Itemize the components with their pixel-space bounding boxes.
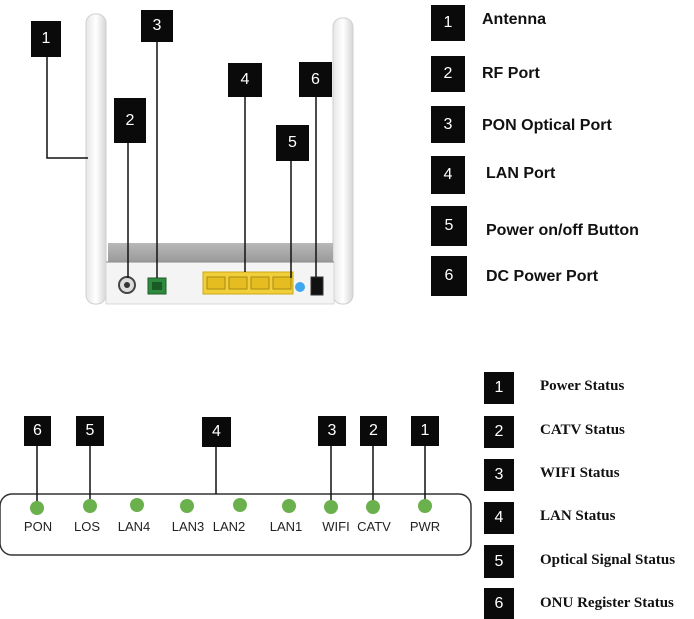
led-los	[83, 499, 97, 513]
router-callout-5: 5	[276, 125, 309, 161]
router-legend-label-2: RF Port	[482, 65, 540, 82]
router-legend-num-3: 3	[431, 106, 465, 143]
led-legend-num-5: 5	[484, 545, 514, 578]
led-legend-num-2: 2	[484, 416, 514, 448]
led-legend-num-6: 6	[484, 588, 514, 619]
led-label-wifi: WIFI	[322, 519, 350, 534]
router-legend-label-4: LAN Port	[486, 165, 556, 182]
led-callout-2: 2	[360, 416, 387, 446]
rf-port	[118, 276, 136, 294]
router-callout-3: 3	[141, 10, 173, 42]
router-legend-label-1: Antenna	[482, 11, 546, 28]
router-leader-lines	[46, 42, 317, 278]
led-label-lan1: LAN1	[269, 519, 303, 534]
antenna-left	[85, 13, 107, 305]
led-panel	[0, 493, 472, 556]
led-callout-5: 5	[76, 416, 104, 446]
led-label-lan2: LAN2	[212, 519, 246, 534]
router-legend-label-3: PON Optical Port	[482, 117, 612, 134]
router-legend-num-1: 1	[431, 5, 465, 41]
led-leader-lines	[36, 446, 426, 502]
led-callout-1: 1	[411, 416, 439, 446]
lan-ports	[202, 271, 294, 295]
led-pon	[30, 501, 44, 515]
led-label-catv: CATV	[357, 519, 391, 534]
led-callout-4: 4	[202, 417, 231, 447]
dc-power-port	[310, 276, 324, 296]
led-callout-6: 6	[24, 416, 51, 446]
router-callout-2: 2	[114, 98, 146, 143]
router-legend-num-6: 6	[431, 256, 467, 296]
router-legend-label-6: DC Power Port	[486, 268, 599, 285]
router-callout-6: 6	[299, 62, 332, 97]
pon-optical-port	[147, 277, 167, 295]
led-lan2	[233, 498, 247, 512]
led-lan3	[180, 499, 194, 513]
led-label-lan4: LAN4	[117, 519, 151, 534]
led-catv	[366, 500, 380, 514]
led-legend-label-2: CATV Status	[540, 422, 625, 438]
led-wifi	[324, 500, 338, 514]
led-legend-label-3: WIFI Status	[540, 465, 620, 481]
led-legend-num-1: 1	[484, 372, 514, 404]
led-legend-num-3: 3	[484, 459, 514, 491]
led-lan4	[130, 498, 144, 512]
antenna-right	[332, 17, 354, 305]
router-callout-1: 1	[31, 21, 61, 57]
led-legend-num-4: 4	[484, 502, 514, 534]
led-lan1	[282, 499, 296, 513]
led-pwr	[418, 499, 432, 513]
router-legend-num-4: 4	[431, 156, 465, 194]
router-legend-num-2: 2	[431, 56, 465, 92]
router-legend-num-5: 5	[431, 206, 467, 246]
led-legend-label-5: Optical Signal Status	[540, 552, 676, 568]
led-callout-3: 3	[318, 416, 346, 446]
led-legend-label-4: LAN Status	[540, 508, 616, 524]
router-legend-label-5: Power on/off Button	[486, 222, 639, 239]
router-callout-4: 4	[228, 63, 262, 97]
led-label-pon: PON	[23, 519, 53, 534]
power-button	[295, 282, 305, 292]
led-label-lan3: LAN3	[171, 519, 205, 534]
led-legend-label-6: ONU Register Status	[540, 595, 674, 611]
led-label-los: LOS	[73, 519, 101, 534]
led-label-pwr: PWR	[409, 519, 441, 534]
led-legend-label-1: Power Status	[540, 378, 625, 394]
led-dots	[30, 498, 432, 515]
